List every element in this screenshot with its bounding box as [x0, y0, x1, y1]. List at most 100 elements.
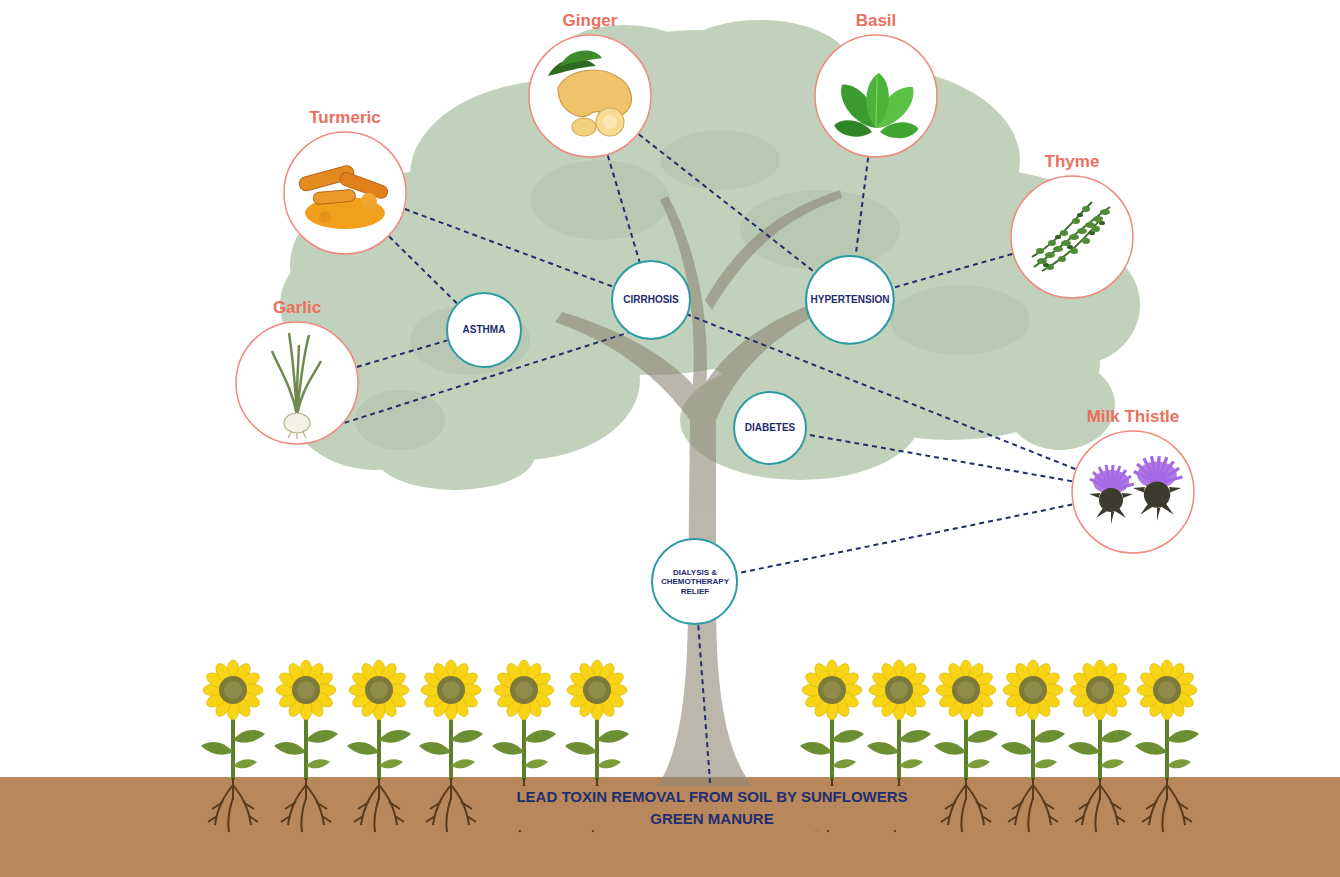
herb-circle-ground — [236, 35, 1194, 553]
herb-circle-frame — [283, 131, 407, 255]
milk-thistle-picture — [1133, 456, 1183, 521]
herb-circle-frame — [1010, 175, 1134, 299]
turmeric-picture — [361, 193, 377, 209]
dashed-connector — [639, 134, 815, 272]
condition-label: DIALYSIS & CHEMOTHERAPY RELIEF — [659, 568, 731, 596]
herb-circle-outline — [1071, 430, 1195, 554]
dashed-connector — [357, 340, 448, 367]
condition-label: CIRRHOSIS — [623, 294, 679, 306]
thyme-picture — [1055, 235, 1061, 239]
dashed-connector — [405, 209, 613, 287]
thyme-picture — [1100, 209, 1110, 215]
garlic-picture — [288, 432, 306, 439]
thyme-picture — [1058, 256, 1066, 262]
turmeric-picture — [298, 164, 390, 229]
herb-circle-frame — [814, 34, 938, 158]
milk-thistle-picture — [1089, 493, 1133, 524]
condition-circle: ASTHMA — [446, 292, 522, 368]
thyme-picture — [1070, 248, 1078, 254]
sunflower-row — [201, 660, 265, 832]
turmeric-picture — [313, 189, 356, 205]
herb-circle-outline — [528, 34, 652, 158]
basil-picture — [833, 72, 921, 139]
dashed-connector — [856, 158, 868, 256]
milk-thistle-picture — [1090, 465, 1134, 490]
herb-circle-outline — [236, 322, 358, 444]
connector-group — [344, 134, 1075, 784]
tree-canopy — [355, 390, 445, 450]
thyme-picture — [1092, 226, 1100, 232]
herb-circle-ground — [1011, 176, 1133, 298]
thyme-picture — [1077, 228, 1087, 234]
basil-picture — [865, 72, 890, 128]
tree-canopy — [1005, 360, 1115, 450]
sunflower-row — [419, 660, 483, 832]
condition-circle: DIABETES — [733, 391, 807, 465]
condition-circle-outline — [734, 392, 806, 464]
condition-circle-outline — [447, 293, 521, 367]
dashed-connector — [893, 254, 1012, 288]
milk-thistle-picture — [1134, 456, 1182, 484]
herb-circle-outline — [235, 321, 359, 445]
thyme-picture — [1082, 206, 1090, 212]
herb-circle: Ginger — [528, 11, 652, 158]
ginger-picture — [558, 70, 631, 116]
condition-circle-outline — [806, 256, 894, 344]
dashed-connector — [389, 237, 457, 304]
tree-trunk — [555, 190, 842, 832]
ginger-picture — [548, 50, 631, 136]
milk-thistle-picture — [1133, 487, 1181, 521]
herb-circle-outline — [814, 34, 938, 158]
milk-thistle-picture — [1099, 488, 1123, 512]
herb-circle: Turmeric — [283, 108, 407, 255]
thyme-picture — [1043, 263, 1049, 267]
herb-name: Thyme — [1045, 152, 1100, 172]
condition-label: DIABETES — [745, 422, 796, 434]
tree-canopy — [530, 160, 670, 240]
sunflower-row — [1001, 660, 1065, 832]
herb-circle-outline — [1011, 176, 1133, 298]
milk-thistle-picture — [1089, 456, 1182, 524]
herb-circle-outline — [284, 132, 406, 254]
soil-ground — [0, 777, 1340, 877]
herb-name: Basil — [856, 11, 897, 31]
thyme-picture — [1077, 213, 1083, 217]
herb-circle-outline — [283, 131, 407, 255]
condition-label: HYPERTENSION — [811, 294, 890, 306]
thyme-picture — [1032, 202, 1110, 271]
tree-canopy — [660, 130, 780, 190]
herb-name: Garlic — [273, 298, 321, 318]
condition-circle: DIALYSIS & CHEMOTHERAPY RELIEF — [651, 538, 738, 625]
herb-circle: Milk Thistle — [1071, 407, 1195, 554]
thyme-picture — [1069, 234, 1079, 240]
herb-circle: Thyme — [1010, 152, 1134, 299]
thyme-picture — [1032, 202, 1110, 271]
herb-circle-frame — [1071, 430, 1195, 554]
garlic-picture — [272, 333, 321, 439]
thyme-picture — [1082, 238, 1090, 244]
condition-circle: CIRRHOSIS — [611, 260, 691, 340]
tree-canopy — [890, 285, 1030, 355]
condition-circle: HYPERTENSION — [805, 255, 895, 345]
thyme-picture — [1067, 245, 1073, 249]
thyme-picture — [1045, 252, 1055, 258]
condition-circle-outline — [652, 539, 737, 624]
herb-circle-ground — [529, 35, 651, 157]
thyme-picture — [1060, 230, 1068, 236]
garlic-picture — [284, 413, 310, 433]
herb-name: Milk Thistle — [1087, 407, 1180, 427]
sunflower-row — [347, 660, 411, 832]
herb-circle-ground — [284, 132, 406, 254]
herb-circle-frame — [528, 34, 652, 158]
thyme-picture — [1072, 218, 1080, 224]
thyme-picture — [1036, 206, 1110, 270]
condition-circle-outline — [612, 261, 690, 339]
soil-caption: LEAD TOXIN REMOVAL FROM SOIL BY SUNFLOWE… — [498, 786, 926, 830]
dashed-connector — [698, 625, 710, 784]
thyme-picture — [1036, 248, 1044, 254]
herb-circle-ground — [1072, 431, 1194, 553]
herb-circle-outline — [1010, 175, 1134, 299]
